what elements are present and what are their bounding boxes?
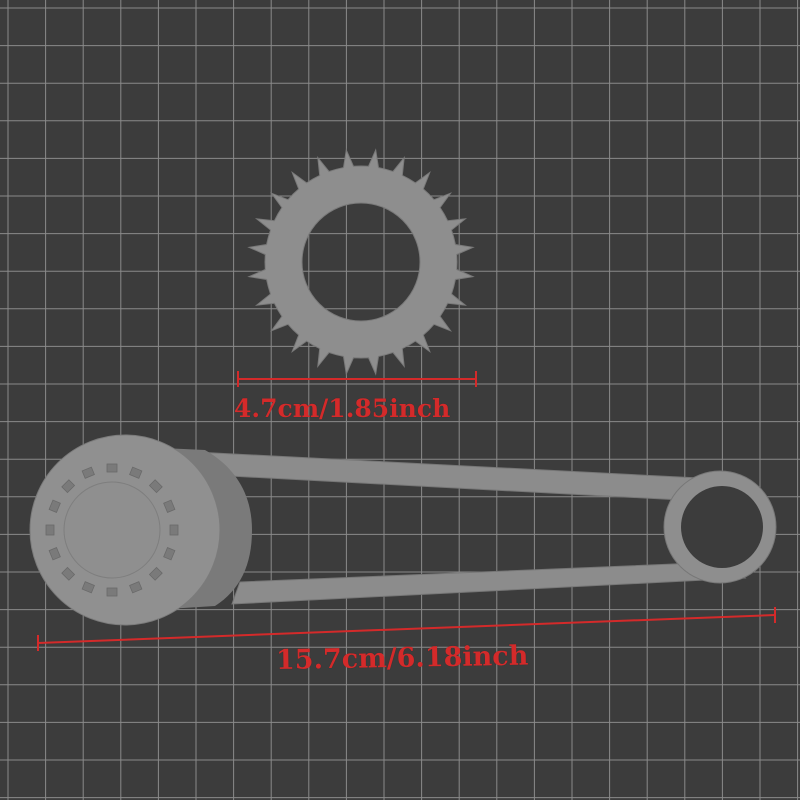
sprocket-body: [247, 148, 475, 376]
housing-slot: [106, 587, 118, 597]
sprocket-size-label: 4.7cm/1.85inch: [234, 394, 451, 423]
housing-slot: [148, 566, 163, 581]
housing-slot: [129, 581, 143, 594]
chain-guard-size-label: 15.7cm/6.18inch: [275, 640, 529, 676]
housing-slot: [163, 499, 176, 513]
housing-slot: [81, 466, 95, 479]
chain-guard-hub: [63, 481, 161, 579]
housing-slot: [163, 547, 176, 561]
chain-guard-small-ring-hole: [681, 486, 763, 568]
housing-slot: [48, 499, 61, 513]
housing-slot: [169, 524, 179, 536]
sprocket-dimension-line: [237, 371, 477, 387]
housing-slot: [106, 463, 118, 473]
chain-guard-housing-slots: [45, 463, 179, 597]
housing-slot: [45, 524, 55, 536]
housing-slot: [61, 566, 76, 581]
sprocket: [247, 148, 475, 376]
chain-guard: [29, 434, 777, 626]
housing-slot: [48, 547, 61, 561]
housing-slot: [61, 479, 76, 494]
housing-slot: [81, 581, 95, 594]
housing-slot: [129, 466, 143, 479]
chain-guard-bottom-bar: [231, 561, 747, 605]
chain-guard-dimension-line: [37, 607, 776, 651]
housing-slot: [148, 479, 163, 494]
